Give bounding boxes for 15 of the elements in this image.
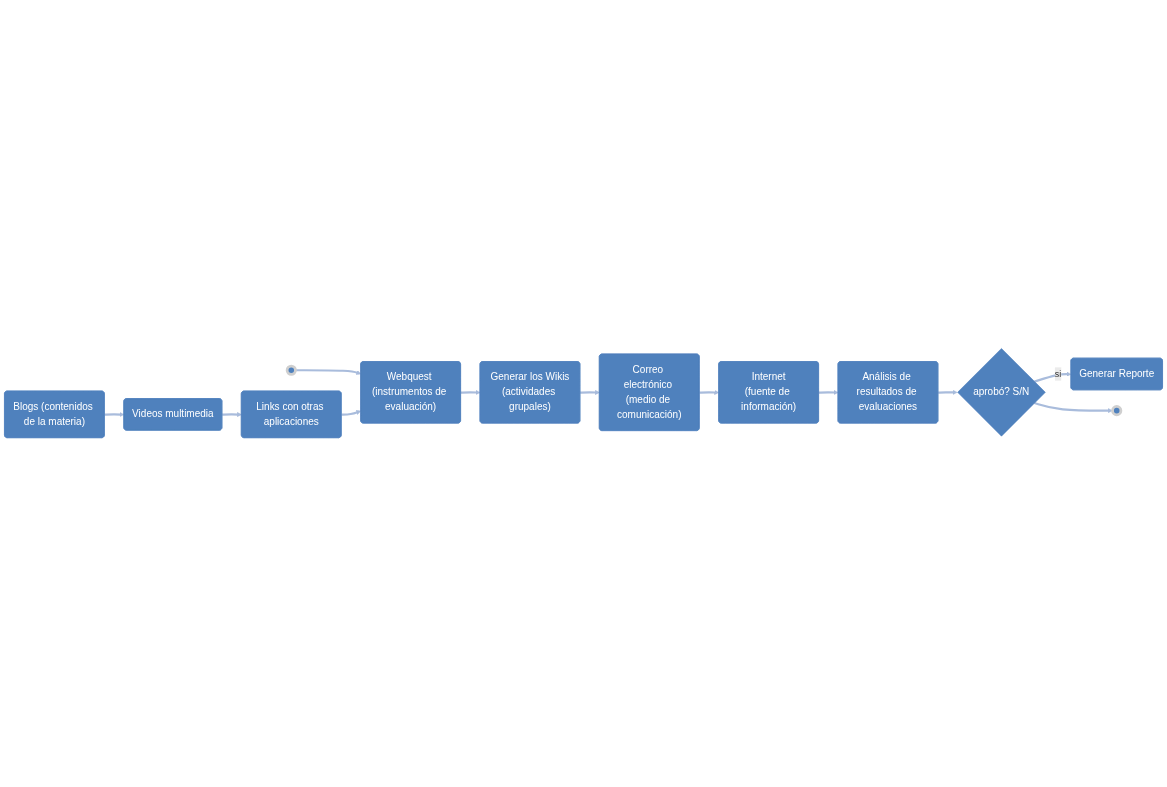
edge-label: si [1054, 369, 1062, 379]
arrow [295, 369, 362, 376]
node-circle [1111, 405, 1123, 417]
arrow [104, 412, 125, 418]
arrow [460, 390, 481, 396]
arrow [699, 390, 720, 396]
arrow [1034, 372, 1072, 384]
arrow [1034, 402, 1113, 414]
arrow [580, 390, 600, 396]
node-circle [285, 365, 297, 377]
node-diamond: aprobó? S/N [957, 348, 1046, 437]
arrow [341, 410, 362, 417]
arrow [818, 390, 839, 396]
arrow [938, 390, 958, 396]
arrow [222, 412, 242, 418]
